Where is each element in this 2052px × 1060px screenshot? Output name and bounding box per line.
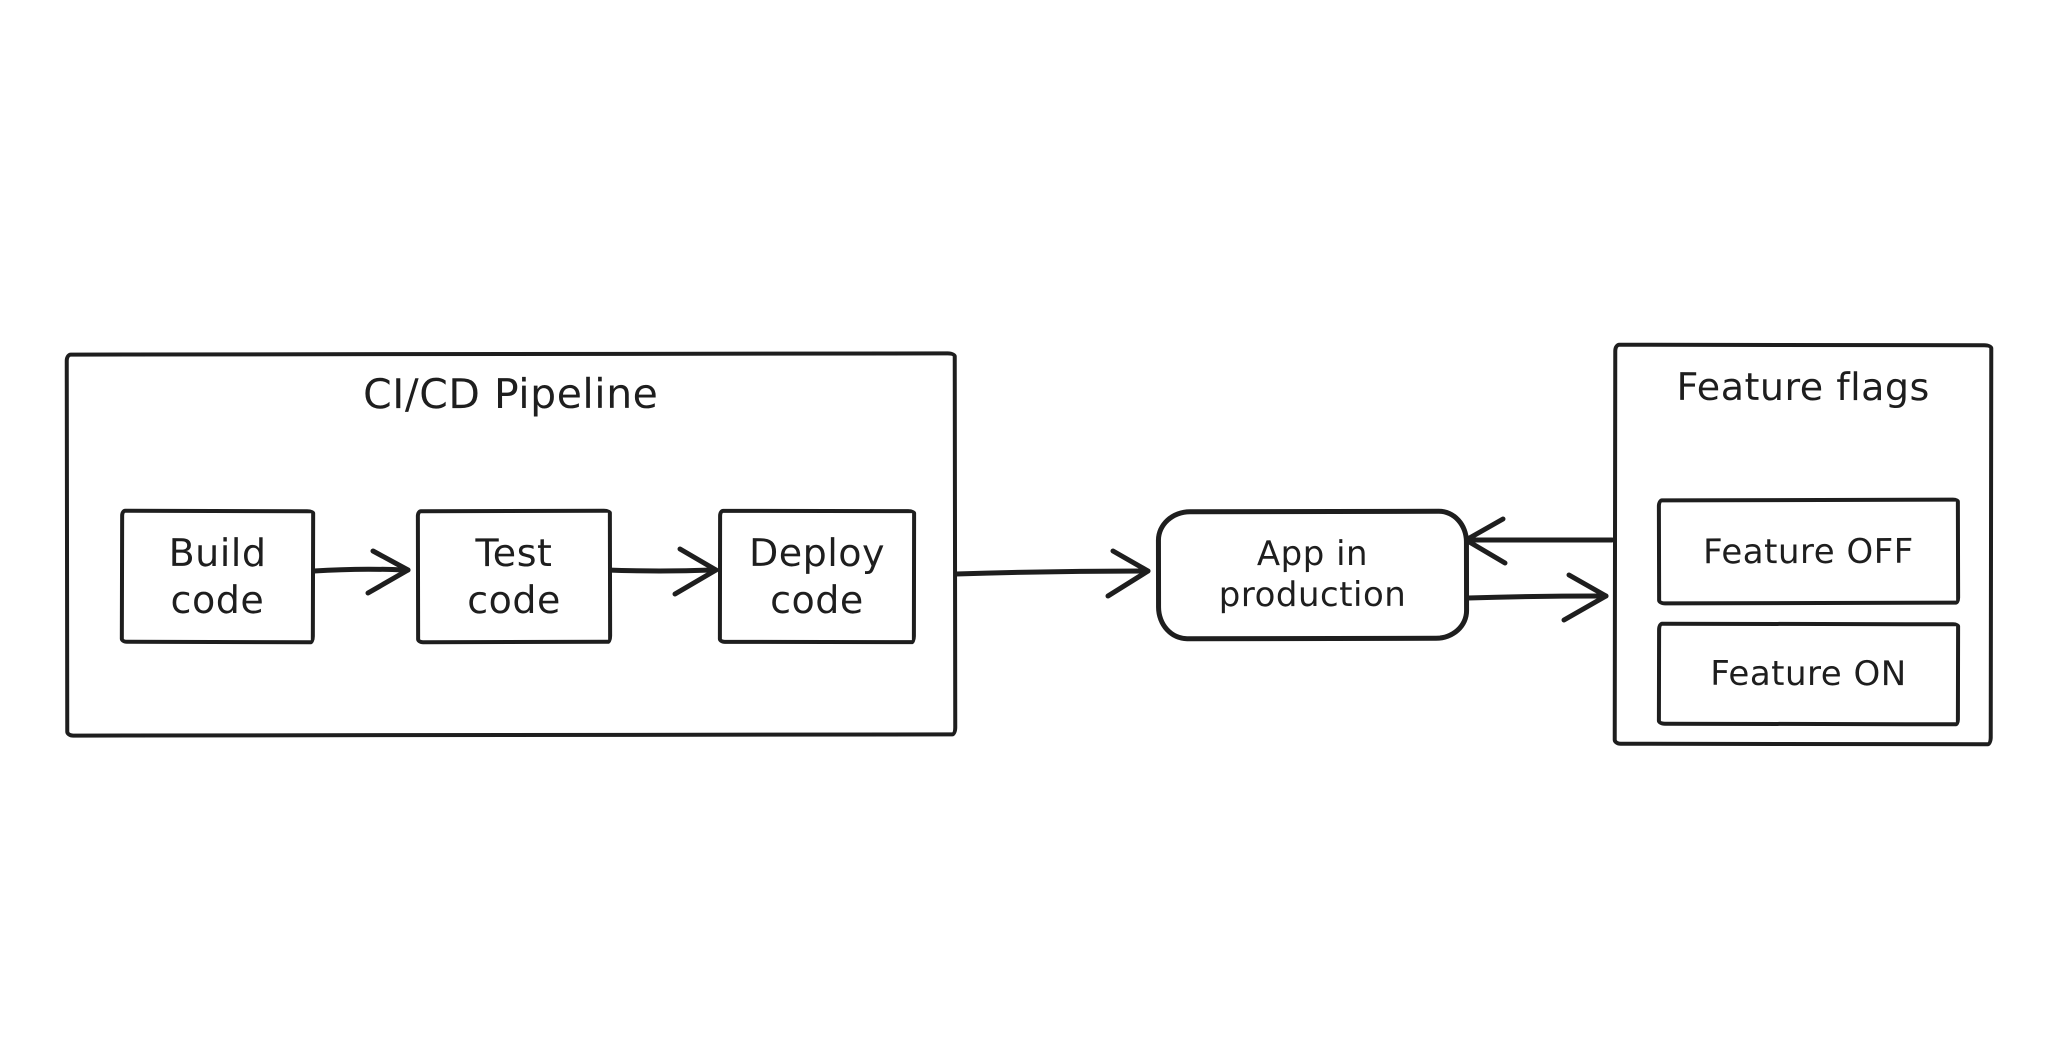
cicd-pipeline-title: CI/CD Pipeline [363, 369, 659, 419]
node-feature-on: Feature ON [1656, 621, 1961, 727]
arrow-pipeline-to-app [953, 548, 1151, 599]
node-feature-off: Feature OFF [1656, 497, 1961, 606]
node-build-code: Build code [119, 508, 316, 645]
node-app-in-production: App in production [1155, 508, 1470, 642]
feature-flags-title: Feature flags [1676, 364, 1930, 410]
arrow-app-to-flags [1465, 572, 1609, 623]
arrow-flags-to-app [1463, 516, 1615, 566]
node-test-code: Test code [415, 508, 613, 645]
node-deploy-code: Deploy code [717, 508, 917, 645]
